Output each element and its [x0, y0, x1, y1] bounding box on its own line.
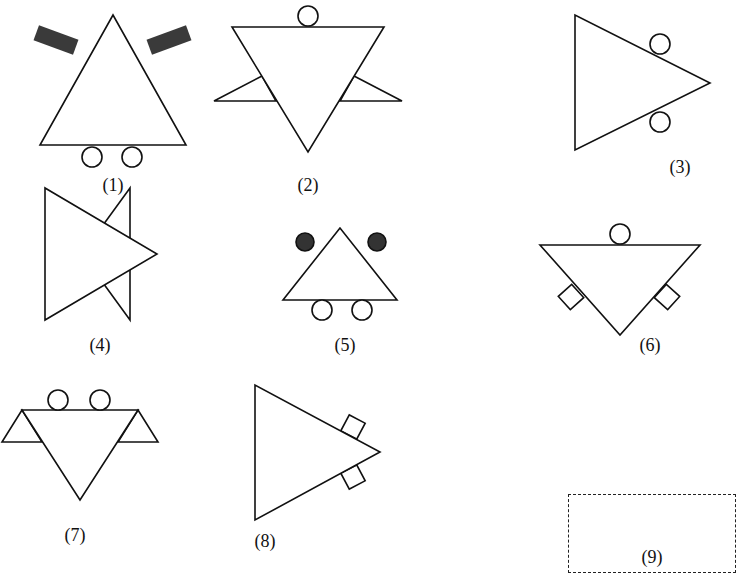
figure-number: (3) [670, 158, 691, 178]
figure-2 [214, 6, 402, 152]
figure-number: (6) [640, 336, 661, 356]
figure-number: (2) [298, 176, 319, 196]
figure-number: (4) [90, 336, 111, 356]
figure-5 [283, 228, 397, 320]
figure-number: (9) [642, 548, 663, 568]
figure-number: (8) [255, 532, 276, 552]
figure-number: (7) [65, 526, 86, 546]
figure-number: (5) [335, 336, 356, 356]
figure-3 [575, 15, 710, 150]
figure-1 [34, 15, 192, 167]
figure-8 [255, 385, 380, 520]
answer-box: (9) [568, 494, 736, 573]
figure-6 [540, 224, 700, 335]
figure-7 [2, 390, 158, 500]
figure-number: (1) [103, 176, 124, 196]
figure-4 [45, 188, 157, 320]
